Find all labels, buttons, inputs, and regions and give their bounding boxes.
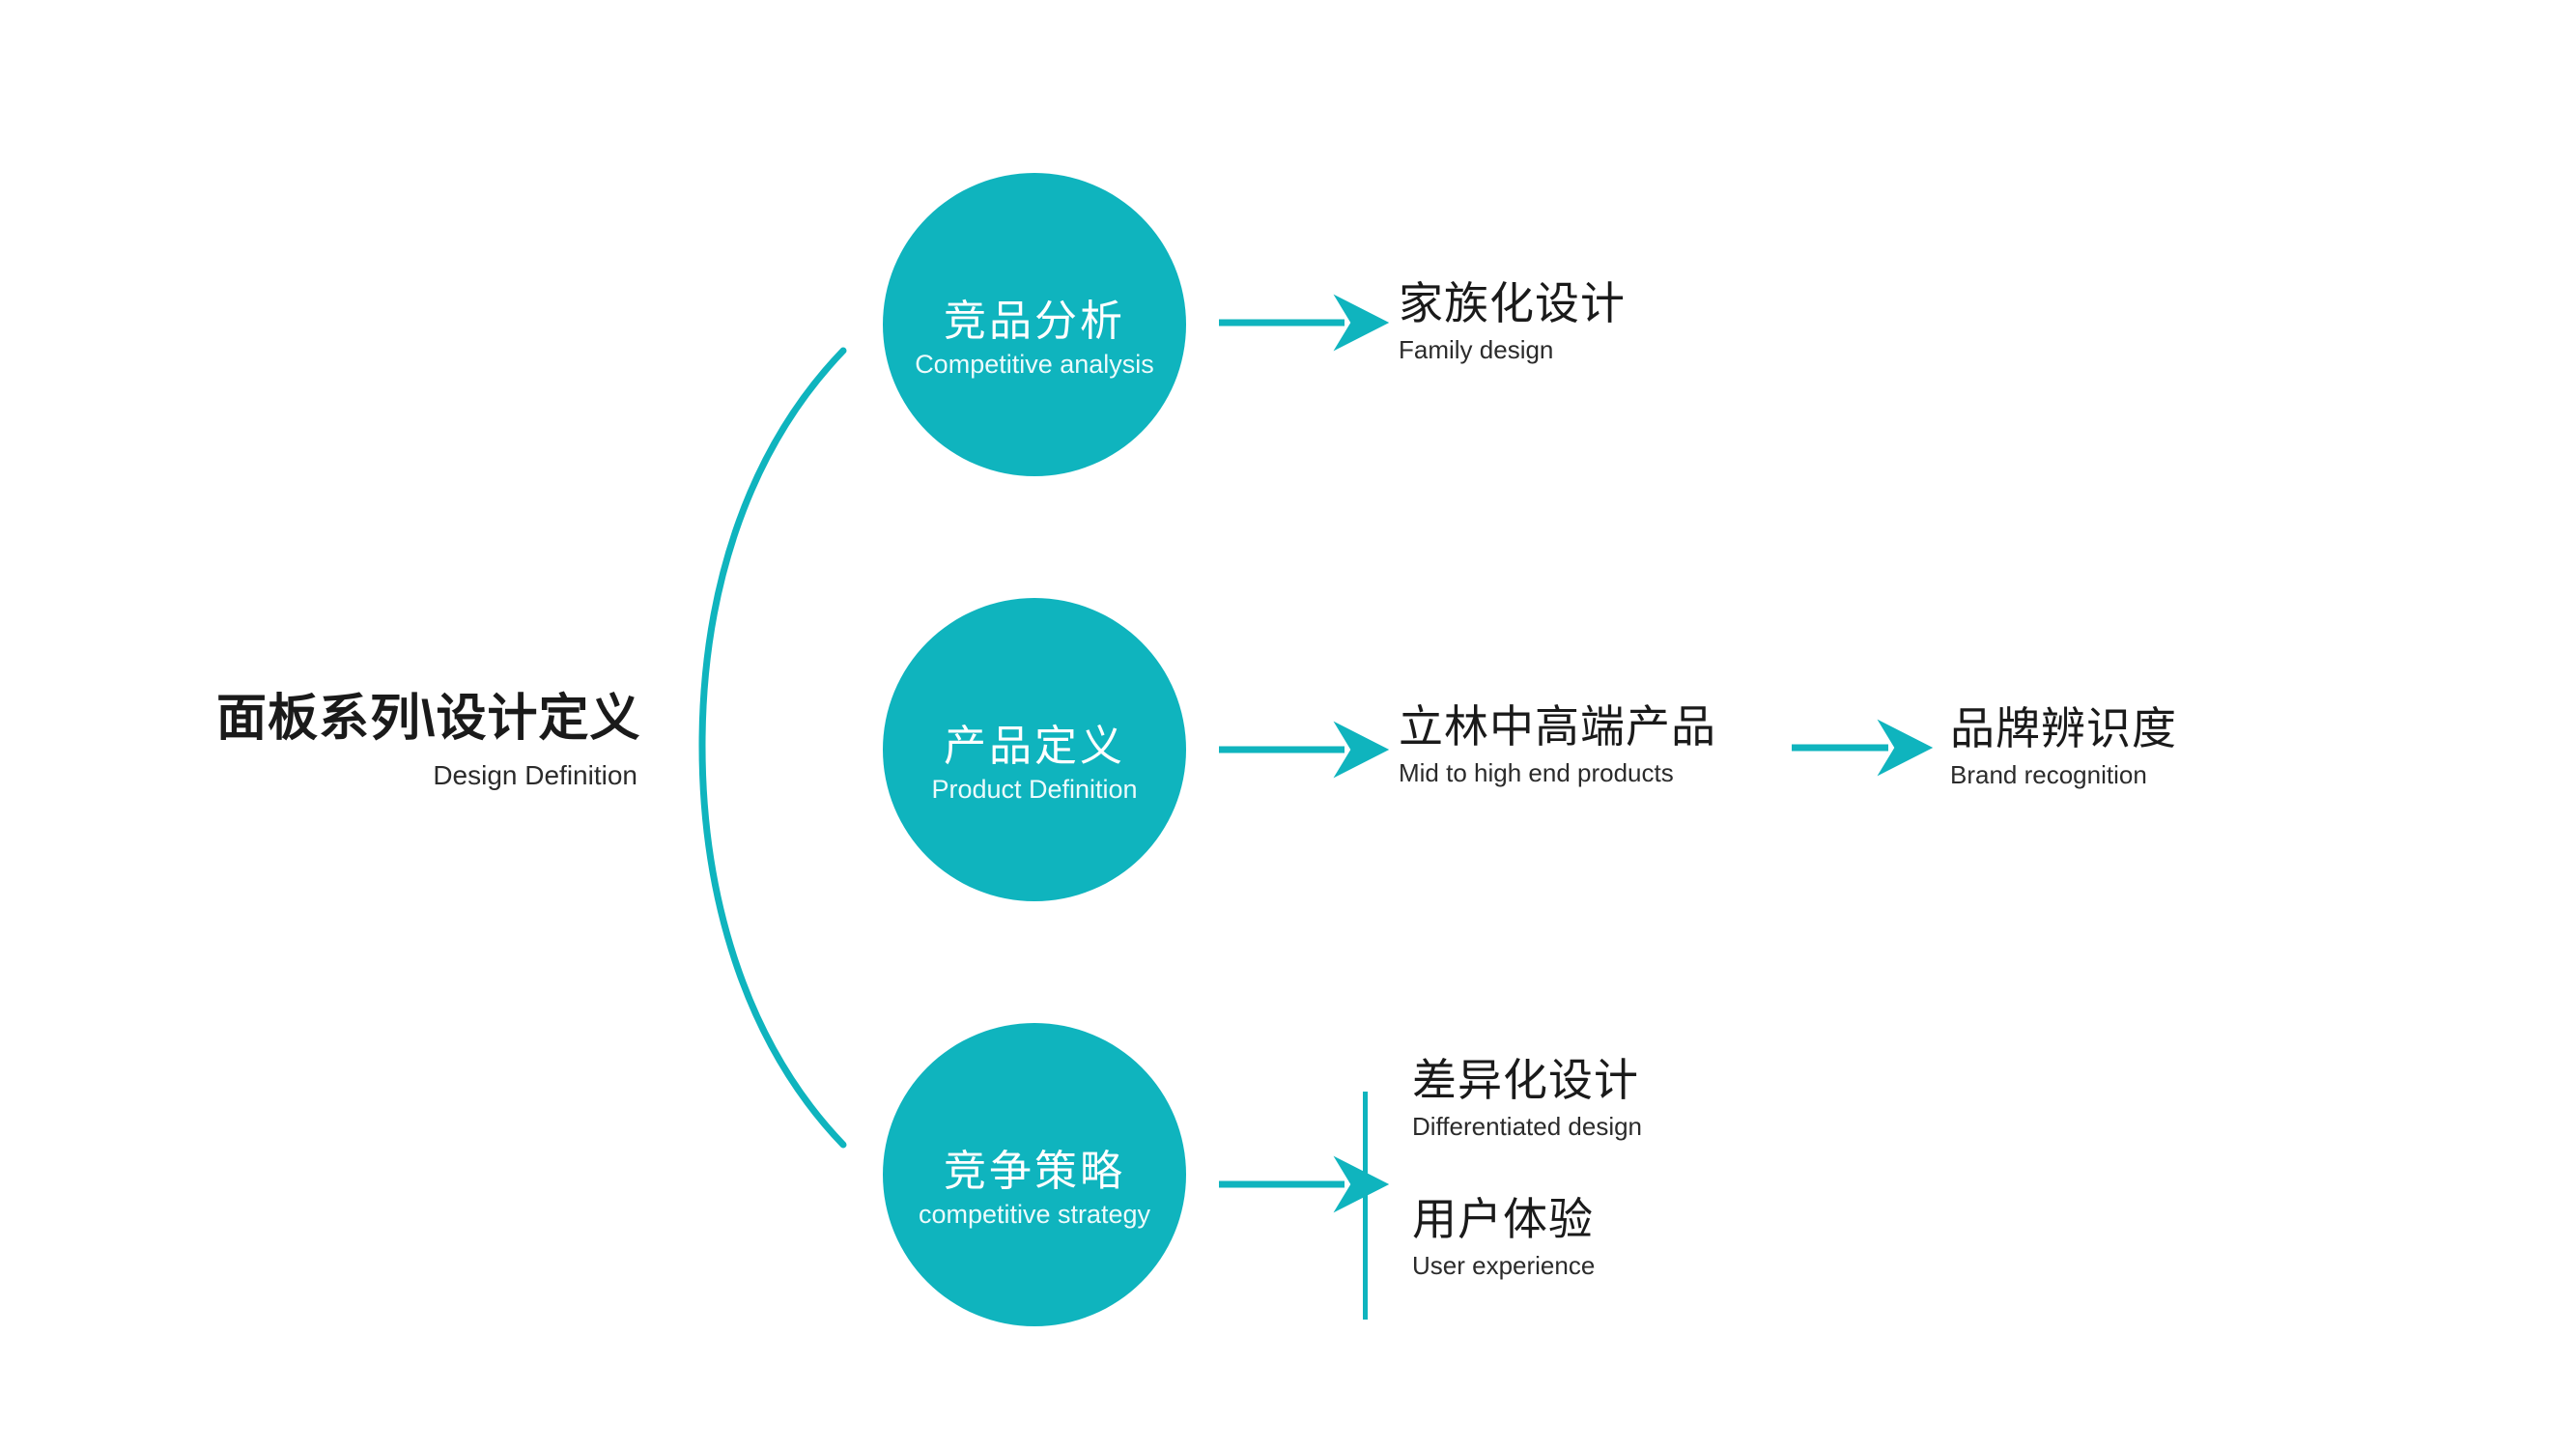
outcome-family-design-en: Family design xyxy=(1399,335,1554,365)
node-competitive-strategy-text: 竞争策略 competitive strategy xyxy=(919,1151,1150,1228)
outcome-differentiated-design-en: Differentiated design xyxy=(1412,1112,1643,1142)
outcome-family-design: 家族化设计 Family design xyxy=(1399,280,1626,364)
outcome-differentiated-design-cn: 差异化设计 xyxy=(1412,1055,1639,1105)
node-product-definition-text: 产品定义 Product Definition xyxy=(931,725,1137,803)
grouping-brace xyxy=(698,347,847,1149)
node-competitive-analysis-cn: 竞品分析 xyxy=(943,298,1125,345)
outcome-user-experience-cn: 用户体验 xyxy=(1412,1194,1594,1244)
node-competitive-strategy[interactable]: 竞争策略 competitive strategy xyxy=(883,1023,1186,1326)
outcome-mid-high-products: 立林中高端产品 Mid to high end products xyxy=(1399,703,1716,787)
outcome-mid-high-products-cn: 立林中高端产品 xyxy=(1399,701,1716,752)
node-product-definition-cn: 产品定义 xyxy=(944,723,1125,770)
page-title-en: Design Definition xyxy=(433,760,637,791)
node-product-definition-en: Product Definition xyxy=(931,775,1138,804)
outcome-brand-recognition-cn: 品牌辨识度 xyxy=(1950,703,2177,753)
node-competitive-analysis[interactable]: 竞品分析 Competitive analysis xyxy=(883,173,1186,476)
node-competitive-strategy-cn: 竞争策略 xyxy=(943,1148,1125,1195)
outcome-user-experience: 用户体验 User experience xyxy=(1412,1196,1595,1280)
outcome-user-experience-en: User experience xyxy=(1412,1251,1596,1281)
outcome-brand-recognition-en: Brand recognition xyxy=(1950,760,2147,790)
node-product-definition[interactable]: 产品定义 Product Definition xyxy=(883,598,1186,901)
outcome-family-design-cn: 家族化设计 xyxy=(1399,278,1626,328)
page-title: 面板系列\设计定义 Design Definition xyxy=(216,691,645,791)
page-title-cn: 面板系列\设计定义 xyxy=(216,691,641,747)
outcome-brand-recognition: 品牌辨识度 Brand recognition xyxy=(1950,705,2177,789)
node-competitive-analysis-en: Competitive analysis xyxy=(915,350,1154,379)
node-competitive-strategy-en: competitive strategy xyxy=(918,1200,1151,1229)
outcome-mid-high-products-en: Mid to high end products xyxy=(1399,758,1674,788)
bracket-bar-strategy-outcomes xyxy=(1363,1092,1368,1320)
node-competitive-analysis-text: 竞品分析 Competitive analysis xyxy=(915,300,1154,378)
outcome-differentiated-design: 差异化设计 Differentiated design xyxy=(1412,1057,1642,1141)
